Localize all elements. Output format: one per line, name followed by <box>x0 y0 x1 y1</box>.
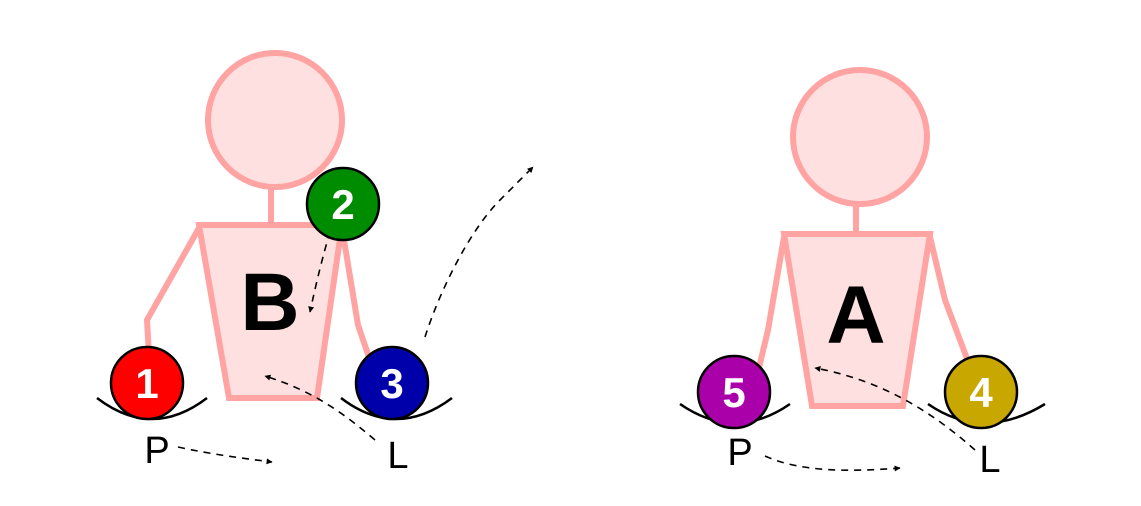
path-ball-3-throw <box>424 166 534 338</box>
path-right-l-to-body <box>814 366 976 451</box>
ball-3-circle <box>354 345 430 421</box>
hand-labels: P L P L <box>144 430 1000 481</box>
person-b-arm-right <box>339 227 377 373</box>
person-a-arm-right <box>927 236 975 374</box>
ball-1-number: 1 <box>135 360 158 407</box>
ball-4-circle <box>943 354 1019 430</box>
balls: 1 2 3 5 4 <box>109 166 1019 430</box>
throw-paths <box>177 166 976 472</box>
path-left-l-to-body <box>264 374 376 441</box>
label-a-p: P <box>727 432 752 474</box>
ball-3-number: 3 <box>380 360 403 407</box>
ball-4: 4 <box>943 354 1019 430</box>
person-b: B <box>143 50 377 401</box>
label-b-l: L <box>387 435 408 477</box>
label-a-l: L <box>979 439 1000 481</box>
ball-1: 1 <box>109 345 185 421</box>
ball-1-circle <box>109 345 185 421</box>
person-a: A <box>755 67 975 409</box>
ball-2-circle <box>305 166 381 242</box>
path-right-p-throw <box>764 455 901 472</box>
ball-5-circle <box>696 354 772 430</box>
person-a-label: A <box>826 270 885 361</box>
ball-4-number: 4 <box>969 369 993 416</box>
ball-3: 3 <box>354 345 430 421</box>
ball-2: 2 <box>305 166 381 242</box>
person-b-label: B <box>240 257 299 348</box>
ball-5: 5 <box>696 354 772 430</box>
person-a-head <box>790 67 930 207</box>
label-b-p: P <box>144 430 169 472</box>
ball-5-number: 5 <box>722 369 745 416</box>
ball-2-number: 2 <box>331 181 354 228</box>
person-b-head <box>205 50 345 190</box>
person-a-torso <box>780 231 934 409</box>
path-left-p-throw <box>177 446 273 465</box>
person-a-arm-left <box>755 236 787 373</box>
